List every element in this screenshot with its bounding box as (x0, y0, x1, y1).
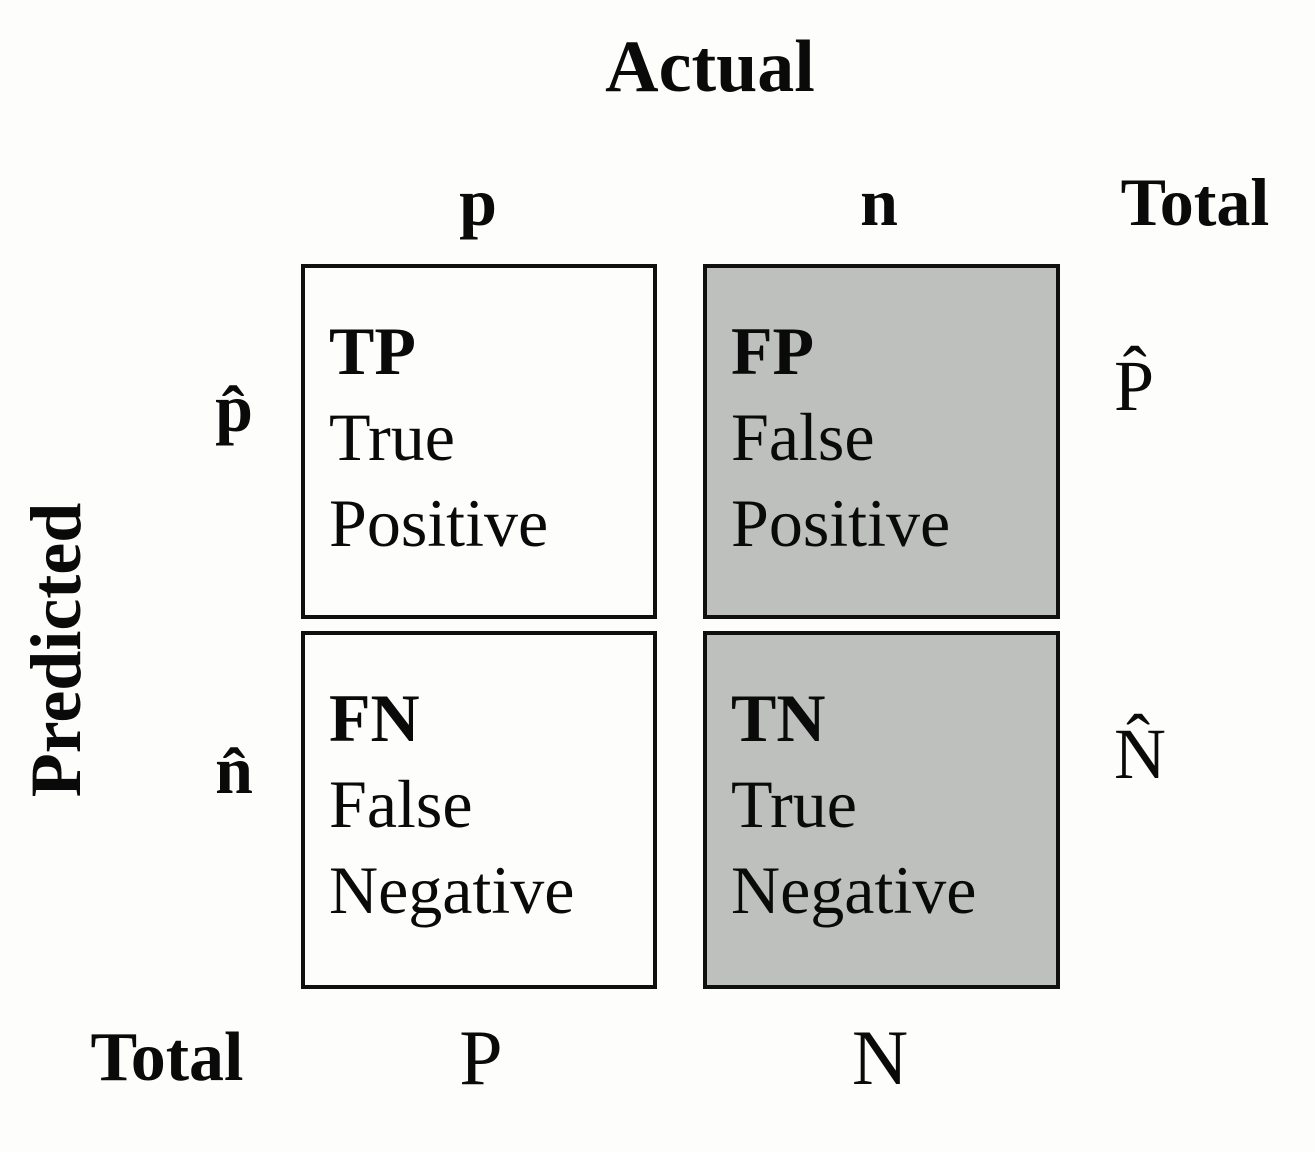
marginal-actual-positive-total: P (459, 1014, 503, 1101)
cell-true-negative-word1: True (731, 766, 857, 842)
cell-true-positive-word1: True (329, 399, 455, 475)
cell-false-positive-abbr: FP (731, 313, 815, 389)
actual-axis-title: Actual (605, 26, 815, 108)
marginal-predicted-positive-total: P̂ (1113, 346, 1155, 426)
cell-true-positive-abbr: TP (329, 313, 416, 389)
cell-false-positive-word2: Positive (731, 485, 951, 561)
cell-true-negative-abbr: TN (731, 680, 826, 756)
cell-true-negative: TN True Negative (703, 631, 1060, 989)
cell-false-positive-word1: False (731, 399, 875, 475)
cell-false-negative-word1: False (329, 766, 473, 842)
cell-false-negative: FN False Negative (301, 631, 657, 989)
column-header-total: Total (1120, 164, 1270, 240)
cell-false-positive: FP False Positive (703, 264, 1060, 619)
row-header-p-hat: p̂ (215, 370, 253, 446)
cell-true-negative-word2: Negative (731, 852, 977, 928)
marginal-actual-negative-total: N (851, 1014, 909, 1101)
column-header-p: p (459, 164, 497, 240)
column-header-n: n (860, 164, 898, 240)
cell-false-negative-word2: Negative (329, 852, 575, 928)
cell-false-negative-abbr: FN (329, 680, 420, 756)
row-header-total: Total (90, 1019, 244, 1096)
cell-true-positive-word2: Positive (329, 485, 549, 561)
row-header-n-hat: n̂ (215, 732, 253, 808)
predicted-axis-title: Predicted (16, 502, 96, 798)
marginal-predicted-negative-total: N̂ (1114, 714, 1166, 794)
cell-true-positive: TP True Positive (301, 264, 657, 619)
